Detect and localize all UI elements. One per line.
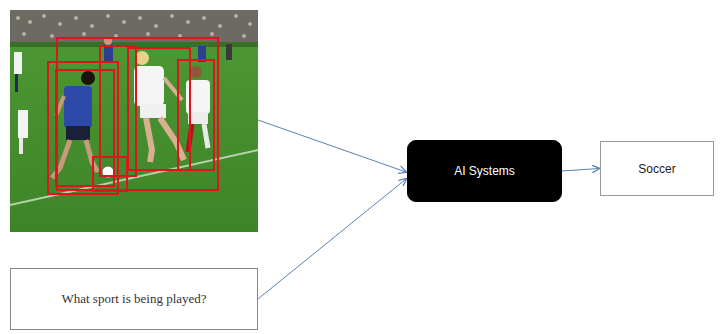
output-box: Soccer bbox=[600, 141, 714, 196]
question-box: What sport is being played? bbox=[10, 268, 258, 330]
connector-arrow bbox=[562, 169, 599, 172]
image-input-arrow bbox=[258, 120, 406, 172]
node-label: Soccer bbox=[638, 162, 675, 176]
process-box: AI Systems bbox=[407, 140, 562, 202]
soccer-photo bbox=[10, 10, 258, 232]
node-label: What sport is being played? bbox=[61, 291, 206, 307]
connector-arrow bbox=[258, 179, 406, 299]
node-label: AI Systems bbox=[454, 164, 515, 178]
